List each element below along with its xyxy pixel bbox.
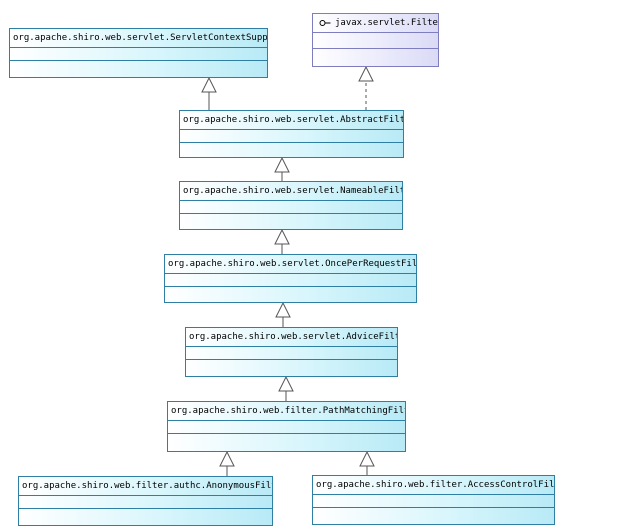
class-name: org.apache.shiro.web.servlet.OncePerRequ… [165, 255, 416, 274]
class-servletcontextsupport[interactable]: org.apache.shiro.web.servlet.ServletCont… [9, 28, 268, 78]
realization-abstractfilter-filter [358, 65, 374, 110]
class-operations-compartment [186, 360, 397, 370]
generalization-pathmatchingfilter-advicefilter [278, 375, 294, 401]
class-name: org.apache.shiro.web.servlet.NameableFil… [180, 182, 402, 201]
class-attributes-compartment [186, 347, 397, 360]
class-attributes-compartment [10, 48, 267, 61]
generalization-anonymousfilter-pathmatchingfilter [219, 450, 235, 476]
class-nameablefilter[interactable]: org.apache.shiro.web.servlet.NameableFil… [179, 181, 403, 230]
class-attributes-compartment [313, 495, 554, 508]
class-operations-compartment [180, 143, 403, 153]
class-operations-compartment [165, 287, 416, 297]
class-operations-compartment [10, 61, 267, 71]
class-advicefilter[interactable]: org.apache.shiro.web.servlet.AdviceFilte… [185, 327, 398, 377]
interface-name: javax.servlet.Filter [335, 18, 438, 28]
generalization-onceperrequestfilter-nameablefilter [274, 228, 290, 254]
class-operations-compartment [313, 49, 438, 59]
class-name: org.apache.shiro.web.servlet.AdviceFilte… [186, 328, 397, 347]
class-attributes-compartment [168, 421, 405, 434]
class-accesscontrolfilter[interactable]: org.apache.shiro.web.filter.AccessContro… [312, 475, 555, 525]
class-name: org.apache.shiro.web.filter.authc.Anonym… [19, 477, 272, 496]
generalization-abstractfilter-servletcontextsupport [201, 76, 217, 110]
interface-name-row: javax.servlet.Filter [313, 14, 438, 33]
class-attributes-compartment [313, 33, 438, 49]
class-operations-compartment [168, 434, 405, 444]
generalization-nameablefilter-abstractfilter [274, 156, 290, 181]
interface-lollipop-icon [319, 19, 331, 26]
generalization-accesscontrolfilter-pathmatchingfilter [359, 450, 375, 475]
class-name: org.apache.shiro.web.servlet.ServletCont… [10, 29, 267, 48]
class-name: org.apache.shiro.web.filter.AccessContro… [313, 476, 554, 495]
class-attributes-compartment [19, 496, 272, 509]
class-operations-compartment [180, 214, 402, 224]
class-attributes-compartment [165, 274, 416, 287]
class-operations-compartment [19, 509, 272, 519]
interface-filter[interactable]: javax.servlet.Filter [312, 13, 439, 67]
class-abstractfilter[interactable]: org.apache.shiro.web.servlet.AbstractFil… [179, 110, 404, 158]
generalization-advicefilter-onceperrequestfilter [275, 301, 291, 327]
class-onceperrequestfilter[interactable]: org.apache.shiro.web.servlet.OncePerRequ… [164, 254, 417, 303]
class-pathmatchingfilter[interactable]: org.apache.shiro.web.filter.PathMatching… [167, 401, 406, 452]
class-anonymousfilter[interactable]: org.apache.shiro.web.filter.authc.Anonym… [18, 476, 273, 526]
class-name: org.apache.shiro.web.servlet.AbstractFil… [180, 111, 403, 130]
class-name: org.apache.shiro.web.filter.PathMatching… [168, 402, 405, 421]
class-attributes-compartment [180, 130, 403, 143]
class-operations-compartment [313, 508, 554, 518]
class-attributes-compartment [180, 201, 402, 214]
